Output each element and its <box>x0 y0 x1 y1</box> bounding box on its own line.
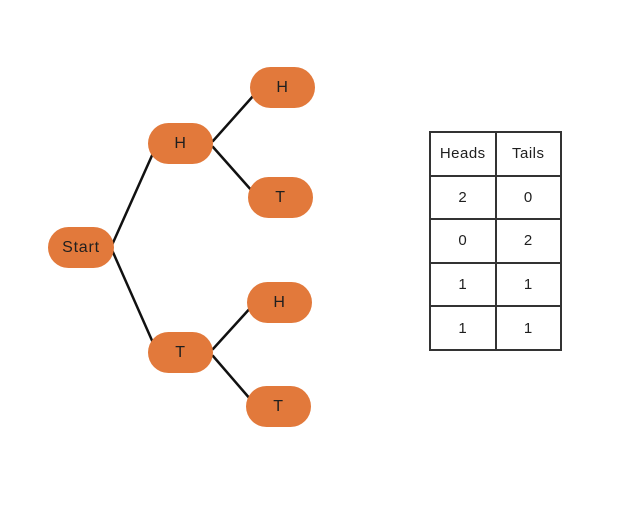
tree-node-h-h-label: H <box>276 78 289 96</box>
table-row: 1 1 <box>429 261 562 308</box>
table-cell-tails-2: 1 <box>494 261 562 308</box>
tree-node-h-label: H <box>174 134 187 152</box>
table-cell-heads-2: 1 <box>429 261 497 308</box>
edge-start-to-t <box>110 248 156 347</box>
table-cell-tails-1: 2 <box>494 218 562 264</box>
outcomes-table: Heads Tails 2 0 0 2 1 1 1 1 <box>429 131 562 351</box>
table-cell-heads-1: 0 <box>429 218 497 264</box>
table-row: 1 1 <box>429 305 562 351</box>
tree-node-start-label: Start <box>62 238 100 256</box>
table-header-heads: Heads <box>429 131 497 177</box>
table-cell-heads-0: 2 <box>429 174 497 221</box>
edge-h-to-hh <box>211 93 256 143</box>
edge-start-to-h <box>110 149 156 247</box>
tree-node-t: T <box>148 332 213 373</box>
tree-node-h-h: H <box>250 67 315 108</box>
tree-node-t-t: T <box>246 386 311 427</box>
tree-node-t-h: H <box>247 282 312 323</box>
outcomes-table-header-row: Heads Tails <box>429 131 562 177</box>
table-row: 2 0 <box>429 174 562 221</box>
tree-node-h-t-label: T <box>275 188 286 206</box>
tree-node-t-t-label: T <box>273 397 284 415</box>
tree-node-t-h-label: H <box>273 293 286 311</box>
tree-node-h-t: T <box>248 177 313 218</box>
table-cell-tails-3: 1 <box>494 305 562 351</box>
tree-node-start: Start <box>48 227 114 268</box>
table-cell-heads-3: 1 <box>429 305 497 351</box>
table-row: 0 2 <box>429 218 562 264</box>
table-cell-tails-0: 0 <box>494 174 562 221</box>
table-header-tails: Tails <box>494 131 562 177</box>
tree-node-h: H <box>148 123 213 164</box>
edge-t-to-tt <box>211 354 253 402</box>
tree-node-t-label: T <box>175 343 186 361</box>
edge-h-to-ht <box>211 145 254 193</box>
edge-t-to-th <box>211 303 255 351</box>
